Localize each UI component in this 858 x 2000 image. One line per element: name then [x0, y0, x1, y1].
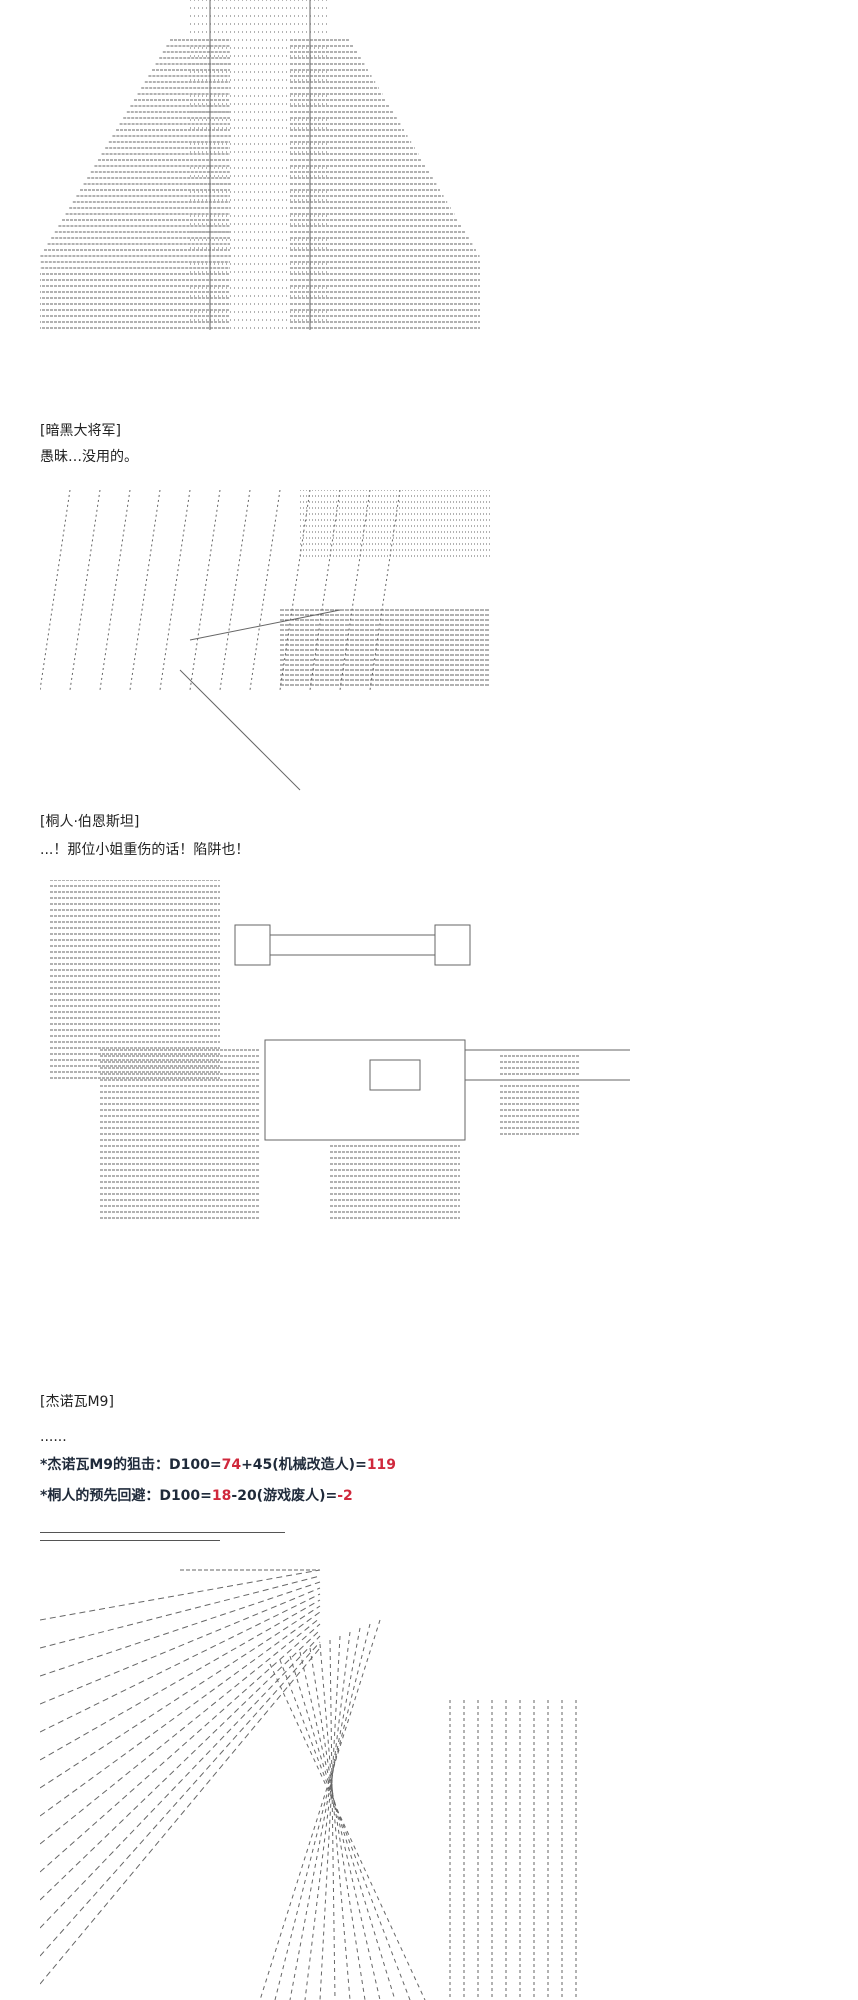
- art-stroke: [279, 490, 311, 691]
- ascii-art-jenova-rifle: [50, 880, 630, 1219]
- art-stroke: [40, 1617, 321, 1845]
- speaker-label: [桐人·伯恩斯坦]: [40, 814, 140, 830]
- art-stroke: [40, 1641, 321, 1957]
- art-stroke: [329, 1639, 336, 2000]
- art-stroke: [279, 1659, 411, 2000]
- art-stroke: [264, 1039, 466, 1141]
- art-stroke: [369, 490, 401, 691]
- art-stroke: [69, 490, 101, 691]
- art-stroke: [219, 490, 251, 691]
- art-stroke: [40, 1629, 321, 1901]
- roll-line-dodge: *桐人的预先回避：D100=18-20(游戏废人)=-2: [40, 1486, 353, 1506]
- art-stroke: [234, 924, 271, 966]
- art-stroke: [259, 1619, 381, 2000]
- art-stroke: [40, 1587, 321, 1705]
- art-stroke: [369, 1059, 421, 1091]
- ascii-art-kirito: [40, 490, 490, 791]
- art-stroke: [40, 1623, 321, 1873]
- speaker-label: [杰诺瓦M9]: [40, 1394, 114, 1410]
- art-stroke: [40, 1599, 321, 1761]
- roll-label: *桐人的预先回避：D100=: [40, 1488, 212, 1504]
- art-stroke: [289, 1627, 361, 2000]
- art-stroke: [40, 1581, 321, 1677]
- dialogue-line: ......: [40, 1429, 67, 1445]
- dialogue-line: ...！那位小姐重伤的话！陷阱也！: [40, 842, 250, 858]
- art-stroke: [179, 669, 301, 791]
- art-stroke: [434, 924, 471, 966]
- art-stroke: [40, 1593, 321, 1733]
- roll-result: -2: [337, 1488, 353, 1504]
- speaker-label: [暗黑大将军]: [40, 423, 121, 439]
- ascii-art-dark-general: [40, 0, 480, 330]
- art-stroke: [40, 490, 71, 691]
- art-stroke: [129, 490, 161, 691]
- art-stroke: [189, 609, 341, 641]
- art-stroke: [40, 1647, 321, 1985]
- roll-value: 18: [211, 1488, 232, 1504]
- art-stroke: [40, 1575, 321, 1649]
- art-stroke: [339, 490, 371, 691]
- art-stroke: [289, 1655, 396, 2000]
- art-stroke: [99, 490, 131, 691]
- roll-result: 119: [366, 1457, 397, 1473]
- roll-modifier: -20(游戏废人)=: [231, 1488, 338, 1504]
- art-stroke: [274, 1623, 371, 2000]
- art-stroke: [189, 490, 221, 691]
- art-stroke: [299, 1651, 381, 2000]
- art-stroke: [309, 490, 341, 691]
- art-stroke: [40, 1635, 321, 1929]
- divider: [40, 1532, 285, 1533]
- art-stroke: [159, 490, 191, 691]
- roll-line-sniper: *杰诺瓦M9的狙击：D100=74+45(机械改造人)=119: [40, 1455, 396, 1475]
- art-stroke: [319, 1643, 351, 2000]
- art-stroke: [40, 1569, 321, 1621]
- divider: [40, 1540, 220, 1541]
- art-stroke: [249, 490, 281, 691]
- art-stroke: [40, 1611, 321, 1817]
- ascii-art-speed-lines: [40, 1569, 577, 2000]
- art-stroke: [309, 1647, 366, 2000]
- art-stroke: [304, 1631, 351, 2000]
- roll-modifier: +45(机械改造人)=: [241, 1457, 367, 1473]
- dialogue-line: 愚昧…没用的。: [40, 449, 138, 465]
- roll-label: *杰诺瓦M9的狙击：D100=: [40, 1457, 222, 1473]
- art-stroke: [269, 1663, 426, 2000]
- art-stroke: [40, 1605, 321, 1789]
- roll-value: 74: [221, 1457, 242, 1473]
- art-stroke: [319, 1635, 341, 2000]
